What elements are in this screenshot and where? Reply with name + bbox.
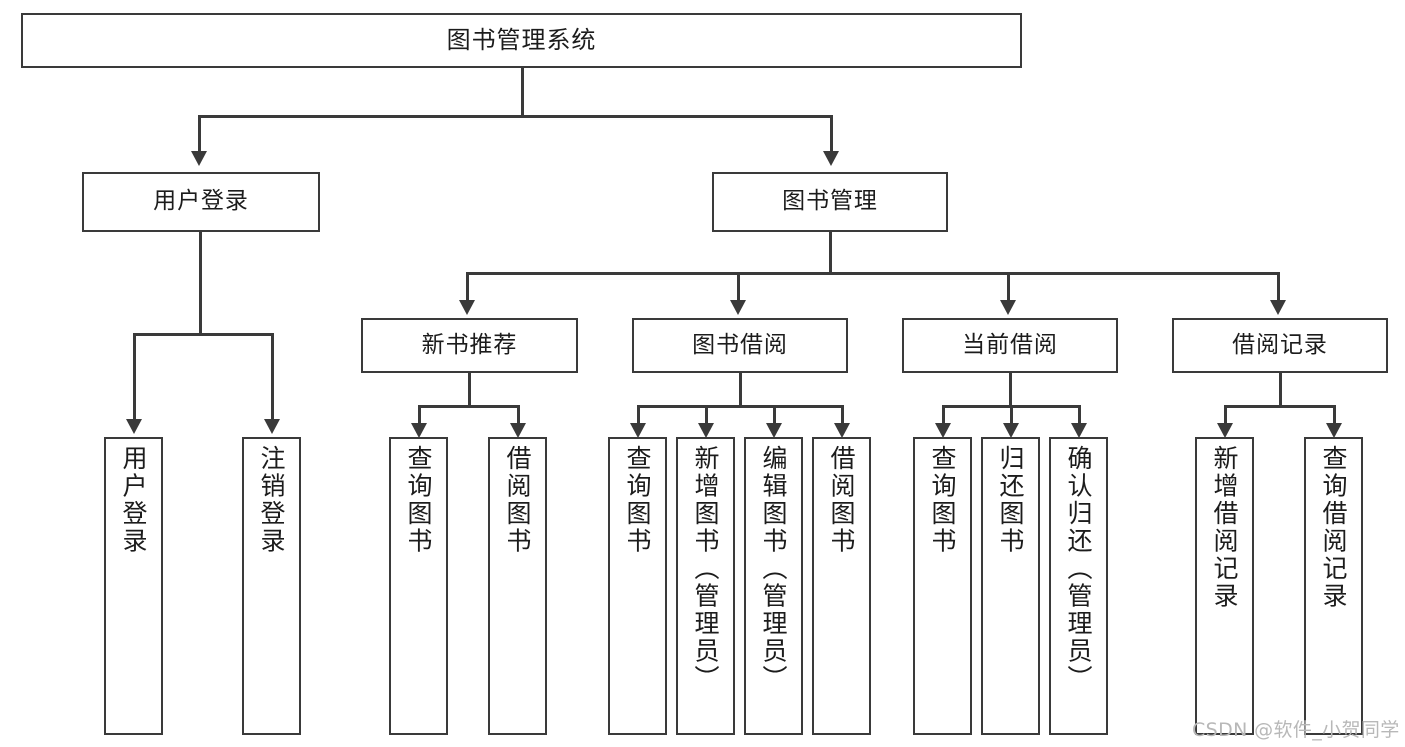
edge-level3-bus [466,272,1280,275]
edge-bb-drop-4 [841,405,844,425]
leaf-borrow-book-recommend[interactable]: 借阅图书 [488,437,547,735]
node-user-login[interactable]: 用户登录 [82,172,320,232]
node-label: 新增借阅记录 [1210,445,1239,610]
edge-book-borrow-bus [637,405,843,408]
node-label: 图书管理系统 [446,26,597,55]
edge-user-login-drop-1 [133,333,136,421]
arrowhead-bb-leaf-4 [834,423,850,438]
node-label: 借阅图书 [503,445,532,555]
arrowhead-leaf-logout [264,419,280,434]
leaf-edit-book-admin[interactable]: 编辑图书（管理员） [744,437,803,735]
arrowhead-bb-leaf-3 [766,423,782,438]
edge-bb-drop-1 [637,405,640,425]
node-label: 用户登录 [153,188,249,215]
edge-br-drop-1 [1224,405,1227,425]
arrowhead-to-book-management [823,151,839,166]
node-current-borrow[interactable]: 当前借阅 [902,318,1118,373]
node-label: 借阅图书 [827,445,856,555]
node-book-management[interactable]: 图书管理 [712,172,948,232]
edge-borrow-record-bus [1224,405,1335,408]
arrowhead-nbr-leaf-1 [411,423,427,438]
leaf-confirm-return-admin[interactable]: 确认归还（管理员） [1049,437,1108,735]
edge-level2-bus [198,115,832,118]
node-label: 图书管理 [782,188,878,215]
node-book-borrow[interactable]: 图书借阅 [632,318,848,373]
node-label: 新书推荐 [421,331,518,358]
edge-borrow-record-stem [1279,373,1282,407]
leaf-return-book[interactable]: 归还图书 [981,437,1040,735]
edge-to-current-borrow [1007,272,1010,302]
edge-to-borrow-record [1277,272,1280,302]
edge-current-borrow-stem [1009,373,1012,407]
node-new-book-recommend[interactable]: 新书推荐 [361,318,578,373]
leaf-query-book-current[interactable]: 查询图书 [913,437,972,735]
arrowhead-to-user-login [191,151,207,166]
leaf-user-login[interactable]: 用户登录 [104,437,163,735]
edge-cb-drop-3 [1078,405,1081,425]
node-label: 图书借阅 [692,331,788,358]
edge-to-book-management [830,115,833,153]
arrowhead-cb-leaf-3 [1071,423,1087,438]
edge-nbr-drop-1 [418,405,421,425]
node-label: 当前借阅 [962,331,1058,358]
leaf-borrow-book[interactable]: 借阅图书 [812,437,871,735]
leaf-query-borrow-record[interactable]: 查询借阅记录 [1304,437,1363,735]
node-label: 借阅记录 [1232,331,1328,358]
leaf-add-borrow-record[interactable]: 新增借阅记录 [1195,437,1254,735]
arrowhead-bb-leaf-2 [698,423,714,438]
edge-user-login-drop-2 [271,333,274,421]
edge-bb-drop-2 [705,405,708,425]
edge-book-management-stem [829,232,832,274]
edge-user-login-stem [199,232,202,335]
arrowhead-br-leaf-2 [1326,423,1342,438]
arrowhead-br-leaf-1 [1217,423,1233,438]
edge-user-login-bus [133,333,273,336]
edge-to-book-borrow [737,272,740,302]
edge-bb-drop-3 [773,405,776,425]
node-label: 查询图书 [404,445,433,555]
edge-new-book-recommend-bus [418,405,519,408]
arrowhead-bb-leaf-1 [630,423,646,438]
edge-root-stem [521,68,524,117]
leaf-query-book-borrow[interactable]: 查询图书 [608,437,667,735]
arrowhead-nbr-leaf-2 [510,423,526,438]
node-label: 用户登录 [119,445,148,555]
edge-to-new-book-recommend [466,272,469,302]
arrowhead-to-borrow-record [1270,300,1286,315]
node-label: 查询借阅记录 [1319,445,1348,610]
node-label: 确认归还（管理员） [1064,445,1093,693]
node-root-book-management-system[interactable]: 图书管理系统 [21,13,1022,68]
arrowhead-cb-leaf-1 [935,423,951,438]
arrowhead-leaf-user-login [126,419,142,434]
node-label: 注销登录 [257,445,286,555]
edge-to-user-login [198,115,201,153]
leaf-add-book-admin[interactable]: 新增图书（管理员） [676,437,735,735]
edge-new-book-recommend-stem [468,373,471,407]
arrowhead-to-book-borrow [730,300,746,315]
leaf-logout[interactable]: 注销登录 [242,437,301,735]
edge-cb-drop-2 [1010,405,1013,425]
node-label: 归还图书 [996,445,1025,555]
arrowhead-to-current-borrow [1000,300,1016,315]
edge-book-borrow-stem [739,373,742,407]
edge-cb-drop-1 [942,405,945,425]
arrowhead-cb-leaf-2 [1003,423,1019,438]
node-label: 编辑图书（管理员） [759,445,788,693]
edge-nbr-drop-2 [517,405,520,425]
leaf-query-book-recommend[interactable]: 查询图书 [389,437,448,735]
arrowhead-to-new-book-recommend [459,300,475,315]
node-label: 新增图书（管理员） [691,445,720,693]
edge-br-drop-2 [1333,405,1336,425]
node-label: 查询图书 [623,445,652,555]
node-borrow-record[interactable]: 借阅记录 [1172,318,1388,373]
node-label: 查询图书 [928,445,957,555]
